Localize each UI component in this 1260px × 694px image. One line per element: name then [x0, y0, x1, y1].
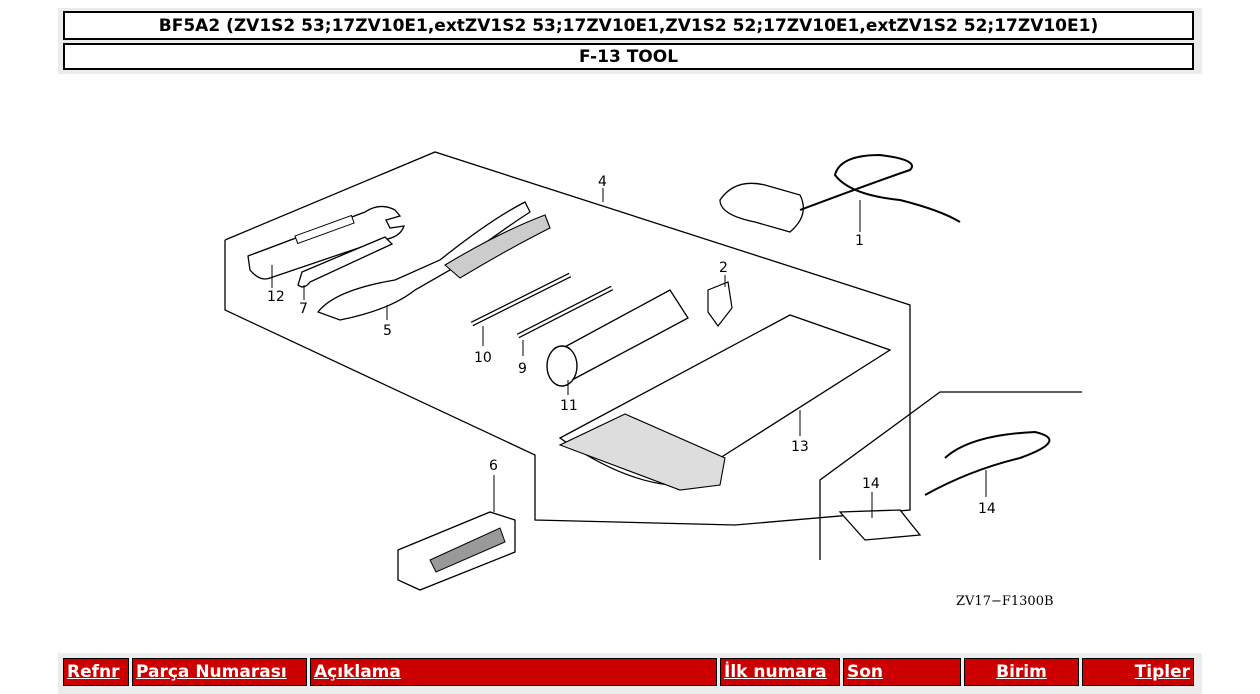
figure-code: ZV17−F1300B — [956, 594, 1054, 609]
socket-wrench-11-drawing — [546, 289, 689, 387]
callout-2: 2 — [719, 260, 728, 276]
parts-diagram: 4 1 2 12 7 5 10 9 11 13 6 14 14 ZV17−F13… — [224, 151, 1082, 609]
tool-bag-12-drawing — [558, 314, 892, 491]
callout-10: 10 — [474, 350, 492, 366]
callout-7: 7 — [299, 301, 308, 317]
callout-12: 13 — [791, 439, 809, 455]
callout-11: 11 — [560, 398, 578, 414]
model-title: BF5A2 (ZV1S2 53;17ZV10E1,extZV1S2 53;17Z… — [63, 11, 1194, 40]
col-unit[interactable]: Birim — [964, 658, 1079, 686]
callout-4: 4 — [598, 174, 607, 190]
col-description[interactable]: Açıklama — [310, 658, 717, 686]
callout-5: 5 — [383, 323, 392, 339]
section-title: F-13 TOOL — [63, 43, 1194, 70]
callout-13: 14 — [862, 476, 880, 492]
col-last[interactable]: Son — [843, 658, 961, 686]
callout-1: 1 — [855, 233, 864, 249]
col-first-number[interactable]: İlk numara — [720, 658, 840, 686]
starter-rope-1-drawing — [719, 153, 961, 233]
starter-outline — [819, 391, 1082, 560]
starter-grip-13-drawing — [838, 509, 922, 541]
wrench-7-drawing — [297, 236, 394, 288]
col-part-number[interactable]: Parça Numarası — [132, 658, 307, 686]
pliers-5-drawing — [316, 201, 551, 321]
callout-6: 6 — [489, 458, 498, 474]
callout-8: 12 — [267, 289, 285, 305]
col-types[interactable]: Tipler — [1082, 658, 1194, 686]
oil-bottle-6-drawing — [397, 511, 516, 591]
col-refnr[interactable]: Refnr — [63, 658, 129, 686]
wrench-8-drawing — [247, 205, 405, 280]
callout-14: 14 — [978, 501, 996, 517]
leader-lines — [271, 188, 987, 518]
callout-9: 9 — [518, 361, 527, 377]
kit-outline — [224, 151, 911, 526]
starter-rope-14-drawing — [924, 430, 1051, 496]
clip-2-drawing — [707, 281, 733, 328]
